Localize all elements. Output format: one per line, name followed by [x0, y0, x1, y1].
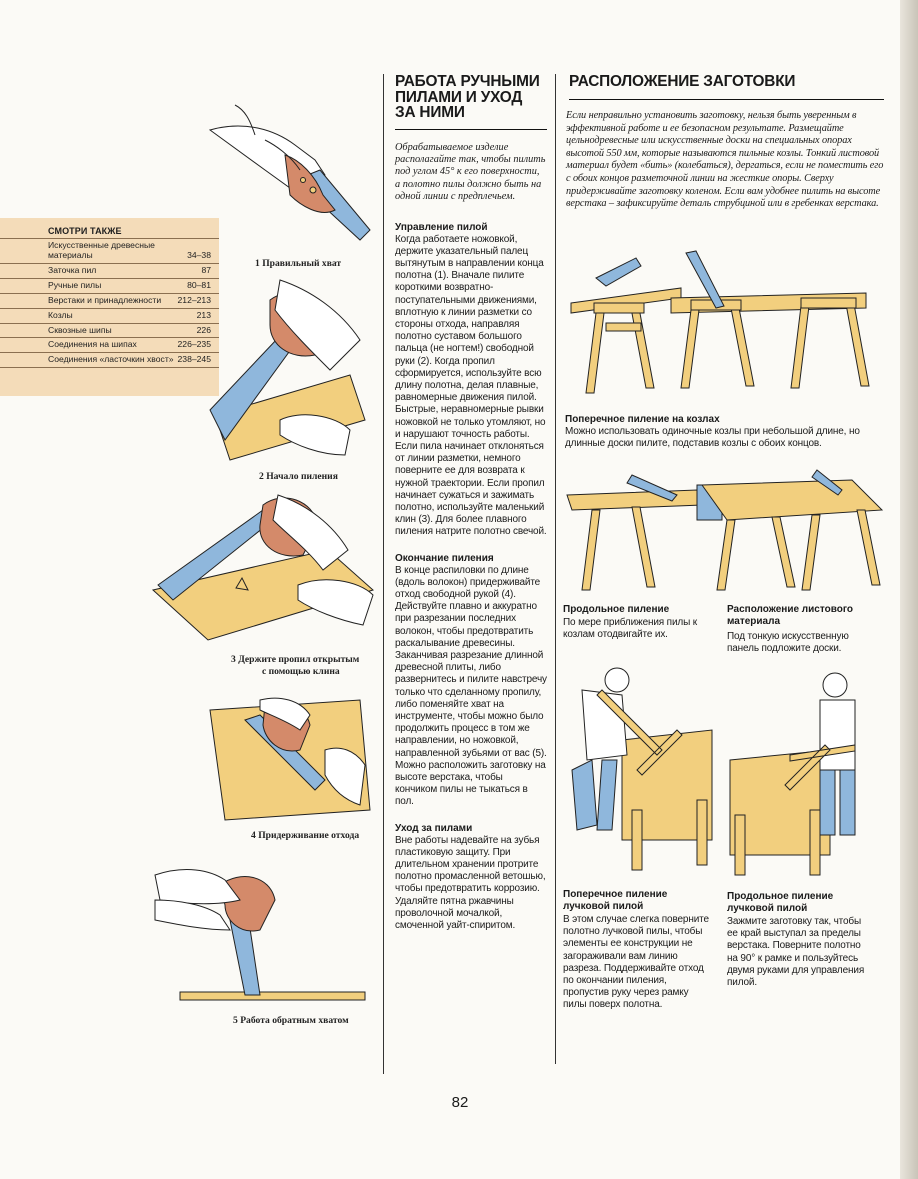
see-also-item[interactable]: Искусственные древесные материалы 34–38 [0, 239, 219, 265]
right-intro: Если неправильно установить заготовку, н… [566, 110, 884, 210]
figure-bow-saw-rip [729, 672, 856, 876]
caption-fig3-line1: 3 Держите пропил открытым [231, 654, 360, 665]
see-also-item[interactable]: Соединения на шипах 226–235 [0, 338, 219, 354]
caption-fig1: 1 Правильный хват [255, 258, 342, 269]
caption-fig4: 4 Придерживание отхода [251, 830, 360, 841]
section-title-line3: ЗА НИМИ [395, 104, 465, 121]
section-title: РАБОТА РУЧНЫМИ ПИЛАМИ И УХОД ЗА НИМИ [395, 74, 547, 130]
see-also-box: СМОТРИ ТАКЖЕ Искусственные древесные мат… [0, 218, 219, 396]
paragraph-bow-rip: Зажмите заготовку так, чтобы ее край выс… [727, 916, 865, 989]
see-also-item-label: Искусственные древесные материалы [48, 240, 155, 261]
see-also-item-pages: 213 [196, 309, 211, 320]
section-intro: Обрабатываемое изделие располагайте так,… [395, 141, 546, 203]
figure-bow-saw-crosscut [571, 667, 713, 871]
see-also-item-pages: 238–245 [177, 354, 211, 365]
subheading-bow-crosscut: Поперечное пиление лучковой пилой [563, 889, 668, 912]
see-also-item-label: Козлы [48, 309, 73, 320]
section-title-line2: ПИЛАМИ И УХОД [395, 88, 523, 106]
caption-fig5: 5 Работа обратным хватом [233, 1015, 349, 1026]
paragraph-saw-care: Вне работы надевайте на зубья пластикову… [395, 834, 546, 932]
figure-reverse-grip [154, 869, 366, 1001]
see-also-item-label: Ручные пилы [48, 279, 102, 290]
page-edge [900, 0, 918, 1179]
see-also-item-pages: 212–213 [177, 294, 211, 305]
subheading-crosscut: Поперечное пиление на козлах [565, 414, 720, 425]
see-also-item-label: Сквозные шипы [48, 324, 112, 335]
column-rule-right [555, 74, 556, 1064]
figure-rip-and-sheet [566, 469, 884, 591]
see-also-item-pages: 34–38 [187, 250, 211, 261]
page-number: 82 [451, 1094, 469, 1111]
see-also-item-label: Соединения «ласточкин хвост» [48, 354, 174, 365]
subheading-rip: Продольное пиление [563, 604, 670, 615]
see-also-item-pages: 87 [201, 265, 211, 276]
see-also-item[interactable]: Верстаки и принадлежности 212–213 [0, 294, 219, 309]
see-also-item[interactable]: Сквозные шипы 226 [0, 324, 219, 339]
subheading-finishing: Окончание пиления [395, 552, 494, 564]
subheading-sheet: Расположение листового материала [727, 604, 854, 627]
see-also-item-pages: 80–81 [187, 279, 211, 290]
caption-fig3-line2: с помощью клина [262, 666, 340, 677]
see-also-title: СМОТРИ ТАКЖЕ [0, 218, 219, 240]
see-also-item-pages: 226–235 [177, 339, 211, 350]
see-also-item-label: Заточка пил [48, 265, 97, 276]
right-section-title: РАСПОЛОЖЕНИЕ ЗАГОТОВКИ [569, 74, 884, 100]
paragraph-saw-control: Когда работаете ножовкой, держите указат… [395, 233, 547, 538]
middle-column: РАБОТА РУЧНЫМИ ПИЛАМИ И УХОД ЗА НИМИ Обр… [395, 74, 547, 932]
subheading-saw-control: Управление пилой [395, 221, 488, 233]
subheading-bow-rip: Продольное пиление лучковой пилой [727, 891, 834, 914]
paragraph-finishing: В конце распиловки по длине (вдоль волок… [395, 564, 547, 808]
see-also-item[interactable]: Ручные пилы 80–81 [0, 279, 219, 294]
paragraph-rip: По мере приближения пилы к козлам отодви… [563, 617, 697, 641]
see-also-item[interactable]: Козлы 213 [0, 309, 219, 324]
see-also-item-pages: 226 [196, 324, 211, 335]
see-also-item[interactable]: Заточка пил 87 [0, 264, 219, 279]
section-title-line1: РАБОТА РУЧНЫМИ [395, 73, 540, 90]
paragraph-bow-crosscut: В этом случае слегка поверните полотно л… [563, 914, 709, 1011]
paragraph-crosscut: Можно использовать одиночные козлы при н… [565, 426, 860, 450]
caption-fig2: 2 Начало пиления [259, 471, 338, 482]
see-also-item[interactable]: Соединения «ласточкин хвост»238–245 [0, 353, 219, 369]
figure-wedge [151, 494, 374, 641]
figure-start-sawing [209, 279, 366, 461]
see-also-item-label: Соединения на шипах [48, 339, 137, 350]
figure-crosscut-sawhorses [570, 250, 870, 394]
figure-correct-grip [208, 104, 371, 241]
figure-support-waste [209, 697, 371, 821]
column-rule-left [383, 74, 384, 1074]
subheading-saw-care: Уход за пилами [395, 822, 473, 834]
paragraph-sheet: Под тонкую искусственную панель подложит… [727, 631, 849, 655]
see-also-item-label: Верстаки и принадлежности [48, 294, 162, 305]
